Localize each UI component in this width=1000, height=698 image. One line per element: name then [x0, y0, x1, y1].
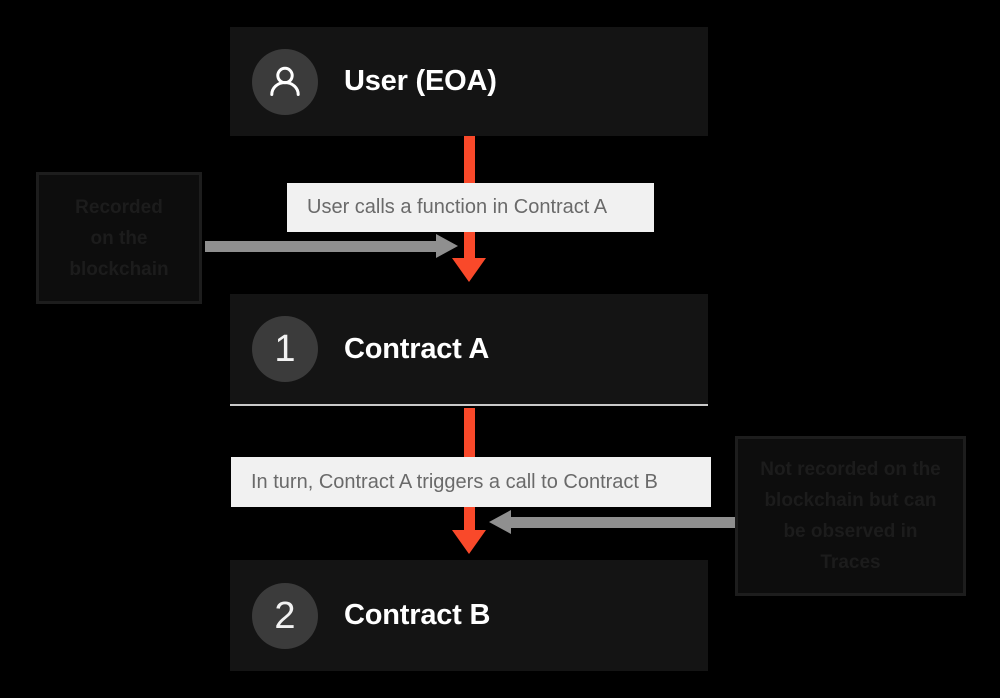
step-label-2-text: In turn, Contract A triggers a call to C… — [251, 470, 658, 493]
node-contract-a[interactable]: 1 Contract A — [230, 294, 708, 406]
note-not-recorded-line-1: Not recorded on the — [760, 459, 941, 480]
step-badge-1: 1 — [252, 316, 318, 382]
note-recorded-line-3: blockchain — [69, 258, 169, 280]
note-not-recorded-line-4: Traces — [820, 552, 881, 573]
step-label-user-calls-contract-a: User calls a function in Contract A — [287, 183, 654, 232]
step-label-contract-a-triggers-contract-b: In turn, Contract A triggers a call to C… — [231, 457, 711, 507]
step-badge-2-number: 2 — [274, 594, 296, 637]
note-not-recorded-line-3: be observed in — [783, 521, 918, 542]
node-contract-b-label: Contract B — [344, 599, 491, 631]
connector-contract-a-to-contract-b-arrowhead — [452, 530, 486, 554]
note-recorded-line-1: Recorded — [75, 196, 163, 218]
node-user[interactable]: User (EOA) — [230, 27, 708, 136]
node-contract-b[interactable]: 2 Contract B — [230, 560, 708, 671]
pointer-arrow-recorded — [205, 234, 458, 258]
step-label-1-text: User calls a function in Contract A — [307, 196, 608, 218]
person-icon — [266, 63, 304, 101]
pointer-arrow-not-recorded — [489, 510, 735, 534]
node-user-label: User (EOA) — [344, 65, 497, 97]
connector-user-to-contract-a-arrowhead — [452, 258, 486, 282]
pointer-arrow-recorded-head — [436, 234, 458, 258]
person-avatar — [252, 48, 318, 115]
step-badge-1-number: 1 — [274, 328, 296, 370]
note-recorded-line-2: on the — [90, 227, 148, 249]
note-not-recorded-line-2: blockchain but can — [764, 490, 937, 511]
pointer-arrow-not-recorded-head — [489, 510, 511, 534]
step-badge-2: 2 — [252, 582, 318, 649]
node-contract-a-label: Contract A — [344, 332, 490, 365]
note-recorded-on-blockchain: Recorded on the blockchain — [36, 172, 202, 304]
pointer-arrow-not-recorded-shaft — [511, 517, 735, 528]
note-not-recorded-traces: Not recorded on the blockchain but can b… — [735, 436, 966, 596]
pointer-arrow-recorded-shaft — [205, 241, 436, 252]
